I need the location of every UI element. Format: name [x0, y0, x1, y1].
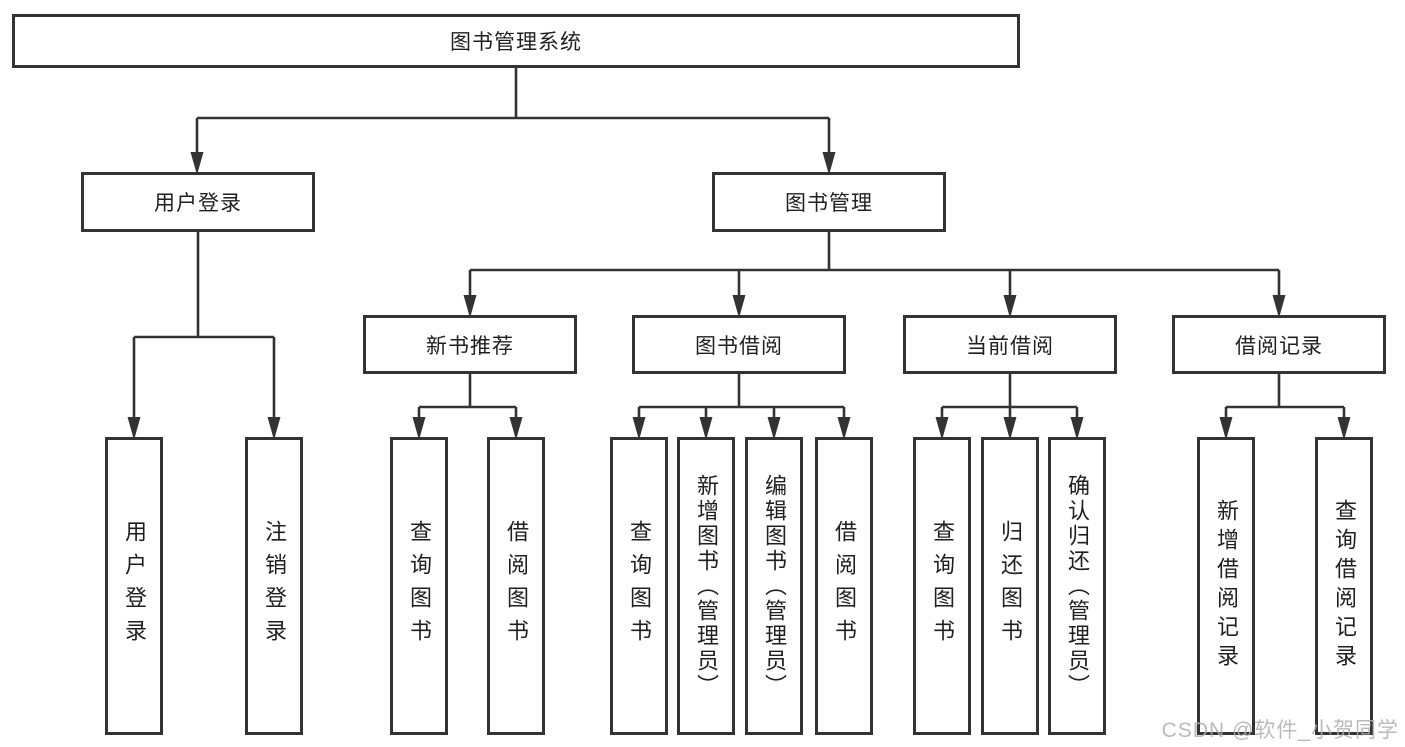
node-book-borrow-label: 图书借阅	[695, 334, 783, 358]
node-book-borrow: 图书借阅	[632, 315, 846, 374]
node-root: 图书管理系统	[12, 14, 1020, 68]
leaf-query-books-borrow: 查询图书	[610, 437, 668, 735]
node-user-login: 用户登录	[81, 172, 315, 232]
leaf-add-borrow-record: 新增借阅记录	[1197, 437, 1255, 735]
node-new-book-recommend: 新书推荐	[363, 315, 577, 374]
watermark: CSDN @软件_小贺同学	[1161, 719, 1399, 742]
leaf-borrow-books-borrow: 借阅图书	[815, 437, 873, 735]
node-current-borrow-label: 当前借阅	[966, 334, 1054, 358]
leaf-query-books-current: 查询图书	[913, 437, 971, 735]
leaf-borrow-books-recommend: 借阅图书	[487, 437, 545, 735]
node-user-login-label: 用户登录	[154, 192, 242, 215]
node-book-management-label: 图书管理	[785, 192, 873, 215]
node-book-management: 图书管理	[712, 172, 946, 232]
node-current-borrow: 当前借阅	[903, 315, 1117, 374]
leaf-return-book: 归还图书	[981, 437, 1039, 735]
leaf-add-book-admin: 新增图书（管理员）	[677, 437, 735, 735]
node-new-book-recommend-label: 新书推荐	[426, 334, 514, 358]
leaf-confirm-return-admin: 确认归还（管理员）	[1048, 437, 1106, 735]
leaf-user-login: 用户登录	[105, 437, 163, 735]
leaf-query-borrow-record: 查询借阅记录	[1315, 437, 1373, 735]
leaf-query-books-recommend: 查询图书	[390, 437, 448, 735]
node-borrow-records: 借阅记录	[1172, 315, 1386, 374]
leaf-edit-book-admin: 编辑图书（管理员）	[745, 437, 803, 735]
node-root-label: 图书管理系统	[450, 31, 582, 54]
leaf-logout: 注销登录	[245, 437, 303, 735]
arrowheads	[127, 152, 1351, 440]
node-borrow-records-label: 借阅记录	[1235, 334, 1323, 358]
